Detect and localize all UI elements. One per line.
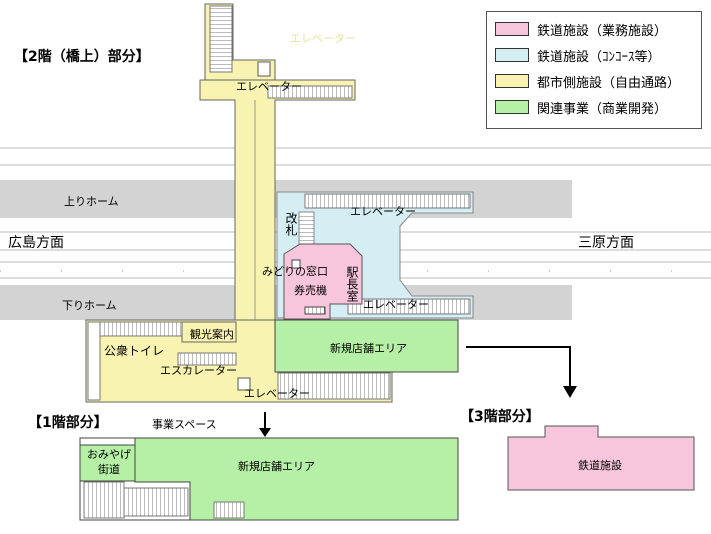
arrow-to-1f	[259, 412, 271, 437]
elevator-bottom-label: エレベーター	[244, 387, 310, 400]
legend-item-commercial: 関連事業（商業開発）	[495, 98, 668, 117]
legend-swatch	[495, 100, 529, 114]
tourist-info-box	[181, 321, 237, 343]
north-corridor-stairs	[267, 85, 353, 99]
legend-label: 都市側施設（自由通路）	[537, 75, 681, 91]
window-counter	[291, 259, 301, 269]
legend-swatch	[495, 48, 529, 62]
escalator-lines	[177, 352, 237, 366]
floor1-stairs	[123, 487, 189, 517]
legend-label: 関連事業（商業開発）	[537, 101, 668, 117]
legend-item-city: 都市側施設（自由通路）	[495, 72, 681, 91]
floor1-stairs-west	[83, 481, 125, 519]
elevator-concourse-label: エレベーター	[350, 205, 416, 218]
legend-item-business: 鉄道施設（業務施設）	[495, 20, 668, 39]
omiyage-label: おみやげ街道	[87, 448, 131, 476]
new-shops-2f-label: 新規店舗エリア	[330, 342, 407, 355]
concourse-stairs-north	[304, 193, 471, 209]
business-space-label: 事業スペース	[152, 418, 217, 431]
floor1-title: 【1階部分】	[28, 415, 108, 431]
elevator-top-faint: エレベーター	[290, 32, 356, 45]
down-platform-label: 下りホーム	[62, 299, 117, 312]
direction-mihara: 三原方面	[578, 235, 634, 251]
rail-facility-3f-label: 鉄道施設	[578, 459, 622, 472]
north-elevator-box	[257, 61, 271, 77]
toilet-label: 公衆トイレ	[104, 344, 165, 358]
floor2-title: 【2階（橋上）部分】	[14, 49, 150, 65]
ticket-machine-label: 券売機	[294, 284, 327, 297]
floor1-stairs-mid	[213, 501, 245, 519]
elevator-south-label: エレベーター	[363, 298, 429, 311]
north-stairs	[209, 5, 233, 73]
legend-swatch	[495, 22, 529, 36]
legend: 鉄道施設（業務施設） 鉄道施設（ｺﾝｺｰｽ等） 都市側施設（自由通路） 関連事業…	[486, 11, 702, 129]
stationmaster-label: 駅長室	[345, 266, 359, 302]
business-facility	[283, 243, 363, 320]
legend-swatch	[495, 74, 529, 88]
concourse-stairs-south	[347, 298, 471, 315]
tourist-info-label: 観光案内	[190, 328, 234, 341]
legend-label: 鉄道施設（業務施設）	[537, 23, 668, 39]
midori-window-label: みどりの窓口	[262, 265, 328, 278]
omiyage-area	[79, 444, 136, 482]
floor3-title: 【3階部分】	[460, 409, 540, 425]
south-elevator-box	[237, 377, 251, 391]
direction-hiroshima: 広島方面	[8, 235, 64, 251]
escalator-label: エスカレーター	[160, 364, 237, 377]
new-shops-2f	[274, 319, 459, 373]
up-platform-label: 上りホーム	[64, 195, 119, 208]
south-stairs	[277, 372, 391, 400]
ticket-gate-lines	[298, 211, 315, 247]
new-shops-1f	[134, 437, 459, 521]
legend-item-concourse: 鉄道施設（ｺﾝｺｰｽ等）	[495, 46, 661, 65]
floor3-facility	[507, 425, 695, 491]
legend-label: 鉄道施設（ｺﾝｺｰｽ等）	[537, 49, 661, 65]
ticket-gate-label: 改札	[284, 212, 298, 236]
office-stairs	[304, 306, 326, 315]
arrow-to-3f	[466, 346, 577, 398]
toilet-wall	[87, 321, 101, 401]
new-shops-1f-label: 新規店舗エリア	[238, 460, 315, 473]
toilet-partitions	[99, 321, 183, 337]
elevator-north-label: エレベーター	[236, 80, 302, 93]
